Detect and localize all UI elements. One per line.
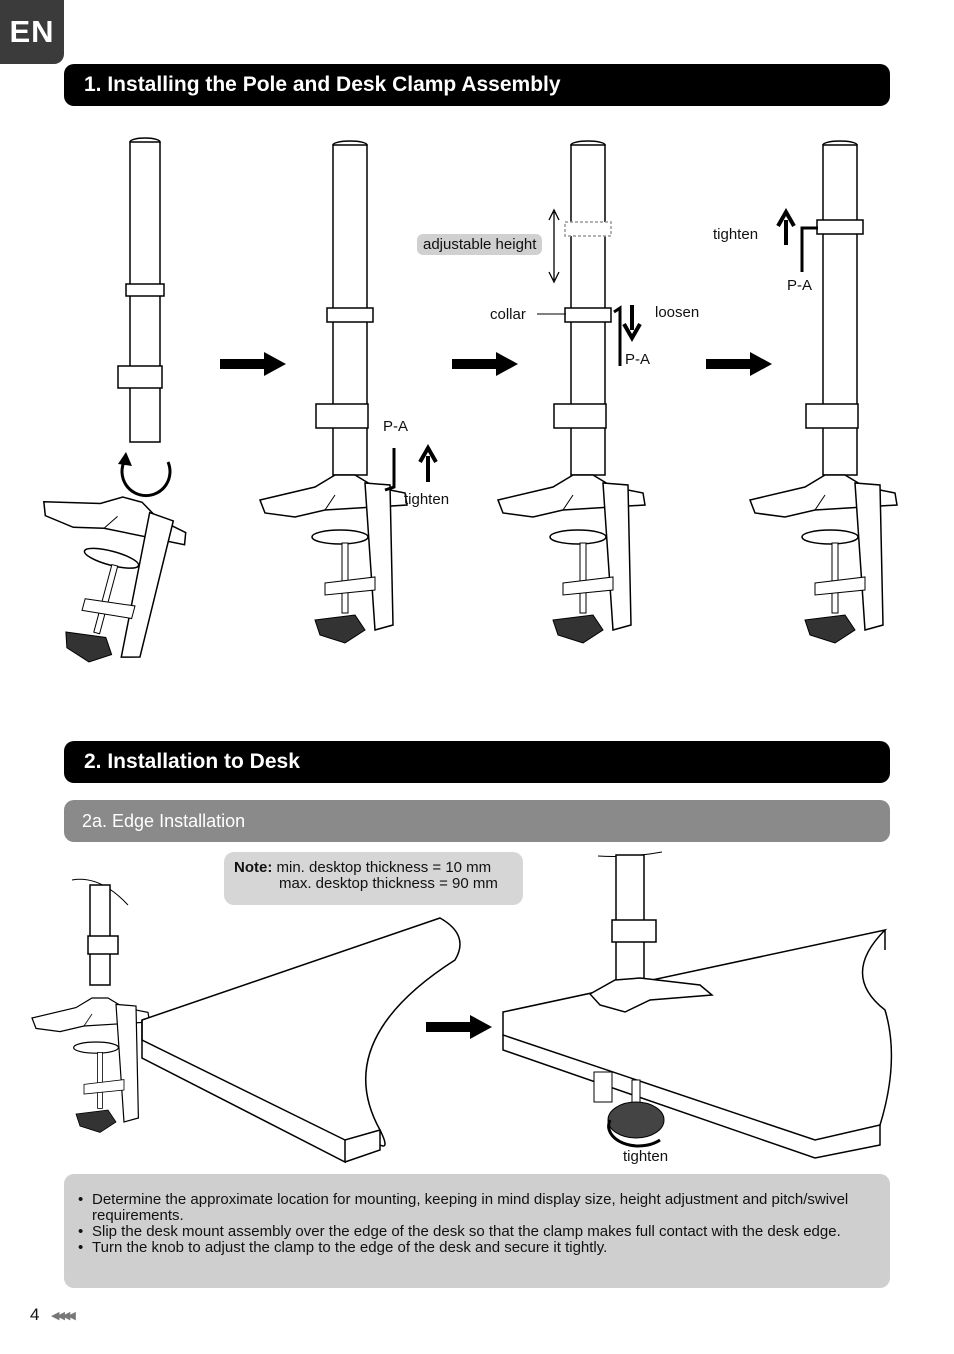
instruction-item: Determine the approximate location for m… xyxy=(78,1192,886,1224)
arrow-right-icon xyxy=(452,352,518,376)
note-line-2: max. desktop thickness = 90 mm xyxy=(279,875,498,892)
step1-base xyxy=(6,476,194,679)
subsection-2a-title: 2a. Edge Installation xyxy=(64,800,890,842)
allen-key-icon xyxy=(384,448,396,492)
arrow-right-icon xyxy=(220,352,286,376)
section-2-title: 2. Installation to Desk xyxy=(64,741,890,783)
tighten-label-step4: tighten xyxy=(713,226,759,243)
language-tab: EN xyxy=(0,0,64,64)
instruction-item: Turn the knob to adjust the clamp to the… xyxy=(78,1240,886,1257)
desk-right xyxy=(502,928,893,1159)
collar-label: collar xyxy=(490,306,526,323)
tighten-arrow-icon xyxy=(418,443,438,482)
desk-left-assembly xyxy=(31,878,151,1134)
allen-key-icon xyxy=(613,305,622,366)
pa-label-step2: P-A xyxy=(383,418,409,435)
desk-left xyxy=(141,917,461,1164)
allen-key-icon xyxy=(800,226,818,272)
tighten-label-step2: tighten xyxy=(404,491,450,508)
rotate-arrow-icon xyxy=(607,1119,661,1148)
pa-label-step4: P-A xyxy=(787,277,813,294)
note-line-1: min. desktop thickness = 10 mm xyxy=(276,859,492,876)
desk-right-assembly xyxy=(588,851,714,1148)
tighten-label-desk: tighten xyxy=(623,1148,669,1165)
step2-assembly xyxy=(259,140,438,644)
note-label: Note: xyxy=(234,859,273,876)
step1-pole xyxy=(117,137,165,443)
double-arrow-icon xyxy=(548,208,560,284)
rotate-arrow-icon xyxy=(120,461,172,498)
note-box: Note: min. desktop thickness = 10 mm max… xyxy=(224,852,523,905)
adjustable-height-label: adjustable height xyxy=(417,234,543,255)
page-arrows-icon: ◀◀◀◀ xyxy=(51,1310,76,1322)
instruction-item: Slip the desk mount assembly over the ed… xyxy=(78,1224,886,1241)
instructions-box: Determine the approximate location for m… xyxy=(64,1174,890,1288)
section-1-title: 1. Installing the Pole and Desk Clamp As… xyxy=(64,64,890,106)
step4-assembly xyxy=(749,140,898,644)
step3-assembly xyxy=(497,140,646,644)
arrow-right-icon xyxy=(426,1015,492,1039)
arrow-right-icon xyxy=(706,352,772,376)
pa-label-step3: P-A xyxy=(625,351,651,368)
tighten-arrow-icon xyxy=(776,207,796,245)
page-number: 4 xyxy=(30,1305,40,1324)
loosen-arrow-icon xyxy=(622,305,642,343)
loosen-label: loosen xyxy=(655,304,700,321)
